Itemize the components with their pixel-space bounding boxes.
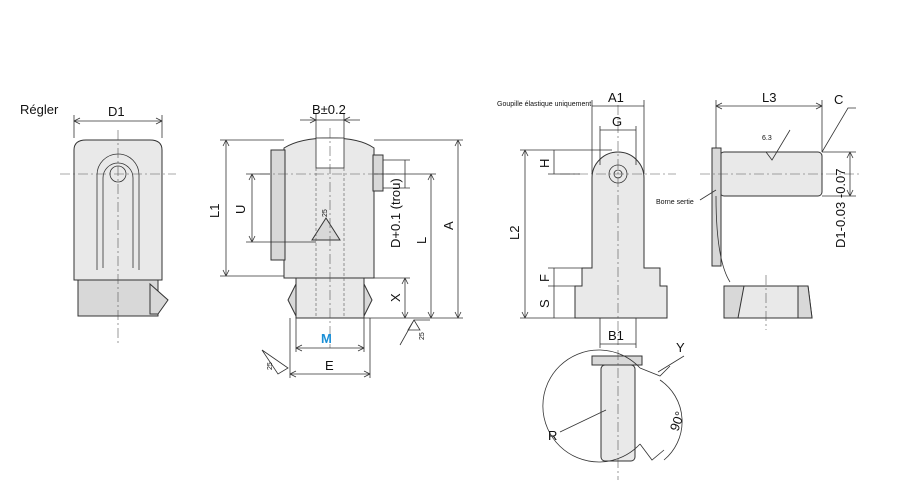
label-l3: L3: [762, 90, 776, 105]
label-r: R: [548, 428, 557, 443]
label-e: E: [325, 358, 334, 373]
label-a1: A1: [608, 90, 624, 105]
label-angle: 90°: [667, 409, 688, 433]
label-m: M: [321, 331, 332, 346]
view-pin-front: [520, 100, 676, 348]
label-y: Y: [676, 340, 685, 355]
label-c: C: [834, 92, 843, 107]
label-d1-tolerance: D1-0.03 -0.07: [833, 169, 848, 249]
label-roughness-right: 25: [419, 332, 426, 340]
view-pin-top: [542, 349, 685, 480]
label-x: X: [388, 293, 403, 302]
label-regler: Régler: [20, 102, 59, 117]
label-g: G: [612, 114, 622, 129]
label-goupille: Goupille élastique uniquement: [497, 101, 591, 108]
label-b-tolerance: B±0.2: [312, 102, 346, 117]
label-u: U: [233, 205, 248, 214]
view-pin-side: [699, 100, 860, 330]
label-d-hole: D+0.1 (trou): [388, 178, 403, 248]
label-b1: B1: [608, 328, 624, 343]
view-clevis-side: [220, 114, 463, 378]
label-f: F: [537, 274, 552, 282]
label-a: A: [441, 221, 456, 230]
label-l: L: [414, 237, 429, 244]
view-clevis-front: [60, 115, 176, 345]
label-l1: L1: [207, 204, 222, 218]
label-roughness-inner: 25: [322, 209, 329, 217]
label-roughness-63: 6.3: [762, 135, 772, 142]
label-h: H: [537, 159, 552, 168]
label-d1: D1: [108, 104, 125, 119]
label-borne-sertie: Borne sertie: [656, 199, 694, 206]
label-l2: L2: [507, 226, 522, 240]
label-s: S: [537, 299, 552, 308]
label-roughness-left: 25: [267, 362, 274, 370]
